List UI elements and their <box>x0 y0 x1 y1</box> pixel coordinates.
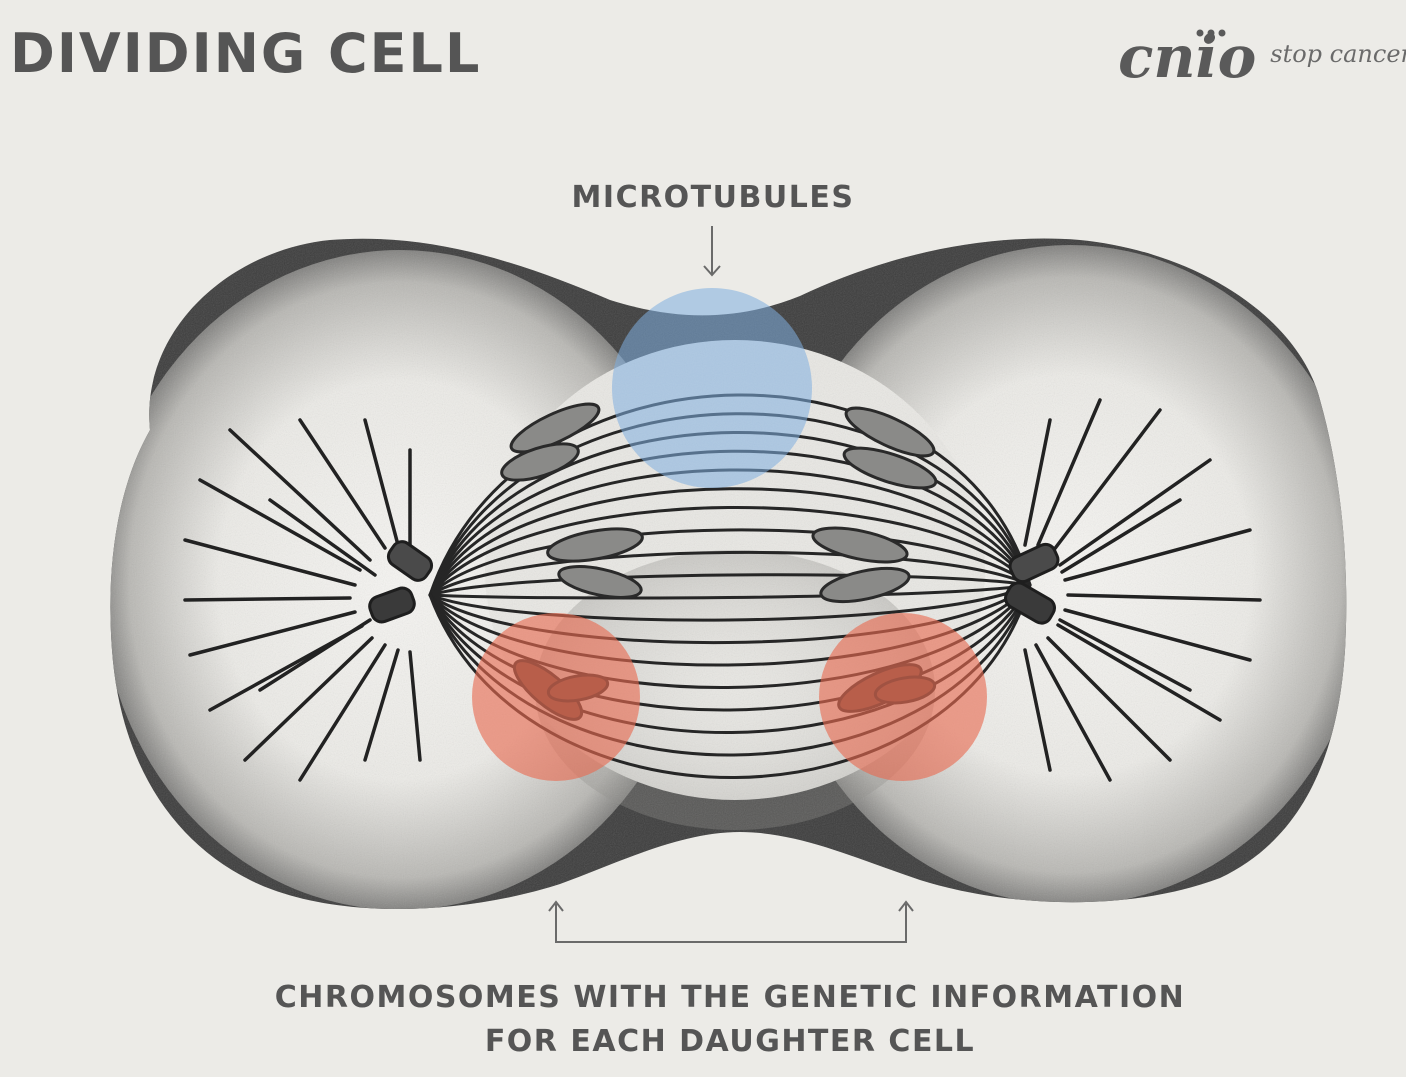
microtubules-highlight <box>612 288 812 488</box>
chromosomes-bracket-arrow <box>548 900 914 943</box>
chromosomes-label: CHROMOSOMES WITH THE GENETIC INFORMATION… <box>0 976 1406 1064</box>
chromosome-highlight-right <box>819 613 987 781</box>
logo-dots-icon <box>1196 29 1226 37</box>
logo-mark: cnio <box>1118 23 1257 91</box>
chromosome-highlight-left <box>472 613 640 781</box>
logo-tagline: stop cancer <box>1270 40 1406 68</box>
microtubules-pointer-arrow <box>703 226 721 277</box>
logo-mark-text: cnio <box>1118 23 1257 91</box>
page-title: DIVIDING CELL <box>10 22 482 85</box>
right-aster <box>1023 398 1262 782</box>
cnio-logo: cnio stop cancer <box>1118 23 1406 91</box>
left-aster <box>183 418 422 782</box>
left-centrosome <box>368 540 434 624</box>
microtubules-label: MICROTUBULES <box>571 180 855 215</box>
chromosomes-label-line2: FOR EACH DAUGHTER CELL <box>484 1024 976 1059</box>
right-centrosome <box>1004 542 1060 625</box>
chromosomes-label-line1: CHROMOSOMES WITH THE GENETIC INFORMATION <box>274 980 1186 1015</box>
